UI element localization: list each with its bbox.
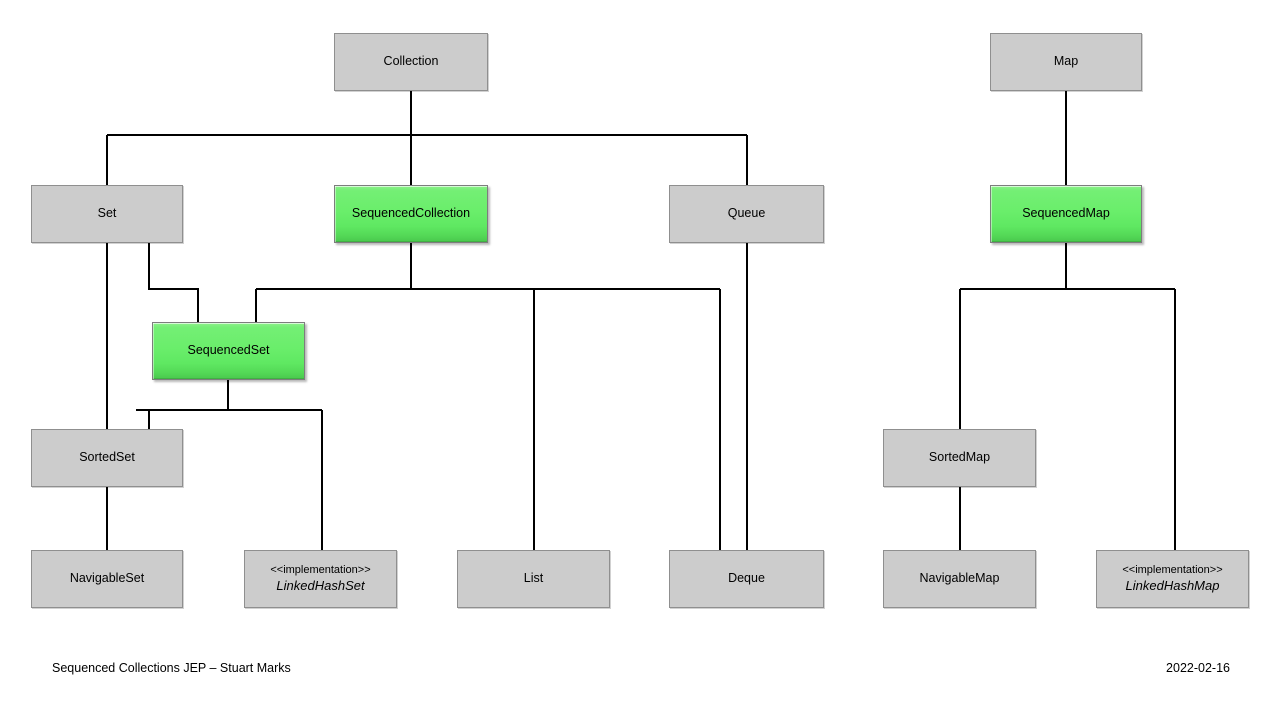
node-stereotype: <<implementation>> [270, 564, 371, 576]
node-queue[interactable]: Queue [669, 185, 824, 243]
footer-date: 2022-02-16 [1166, 661, 1230, 675]
node-label: SequencedSet [187, 343, 270, 358]
edge-collection-to-set [106, 91, 747, 185]
node-label: List [523, 571, 544, 586]
node-label: Set [97, 206, 117, 221]
node-label: SequencedMap [1022, 206, 1110, 221]
edge-sequencedcollection-to-bus [256, 243, 720, 290]
node-linkedhashmap[interactable]: <<implementation>>LinkedHashMap [1096, 550, 1249, 608]
node-navigableset[interactable]: NavigableSet [31, 550, 183, 608]
node-label: SortedSet [79, 450, 135, 465]
node-label: LinkedHashSet [276, 577, 365, 593]
node-label: Queue [727, 206, 766, 221]
node-label: Deque [728, 571, 765, 586]
node-stereotype: <<implementation>> [1122, 564, 1223, 576]
node-sequencedmap[interactable]: SequencedMap [990, 185, 1142, 243]
node-collection[interactable]: Collection [334, 33, 488, 91]
node-sortedset[interactable]: SortedSet [31, 429, 183, 487]
node-map[interactable]: Map [990, 33, 1142, 91]
node-sequencedcollection[interactable]: SequencedCollection [334, 185, 488, 243]
node-navigablemap[interactable]: NavigableMap [883, 550, 1036, 608]
node-set[interactable]: Set [31, 185, 183, 243]
node-label: SequencedCollection [351, 206, 471, 221]
node-sequencedset[interactable]: SequencedSet [152, 322, 305, 380]
node-label: NavigableMap [919, 571, 1000, 586]
edge-set-to-sequencedset [148, 243, 199, 322]
node-label: SortedMap [928, 450, 991, 465]
node-deque[interactable]: Deque [669, 550, 824, 608]
node-linkedhashset[interactable]: <<implementation>>LinkedHashSet [244, 550, 397, 608]
node-label: Collection [383, 54, 439, 69]
edge-sequencedset-to-bus2 [136, 380, 322, 411]
node-sortedmap[interactable]: SortedMap [883, 429, 1036, 487]
edge-sequencedmap-to-bus3 [960, 243, 1175, 290]
node-label: NavigableSet [69, 571, 145, 586]
footer-title: Sequenced Collections JEP – Stuart Marks [52, 661, 291, 675]
node-list[interactable]: List [457, 550, 610, 608]
node-label: LinkedHashMap [1125, 577, 1220, 593]
node-label: Map [1053, 54, 1079, 69]
